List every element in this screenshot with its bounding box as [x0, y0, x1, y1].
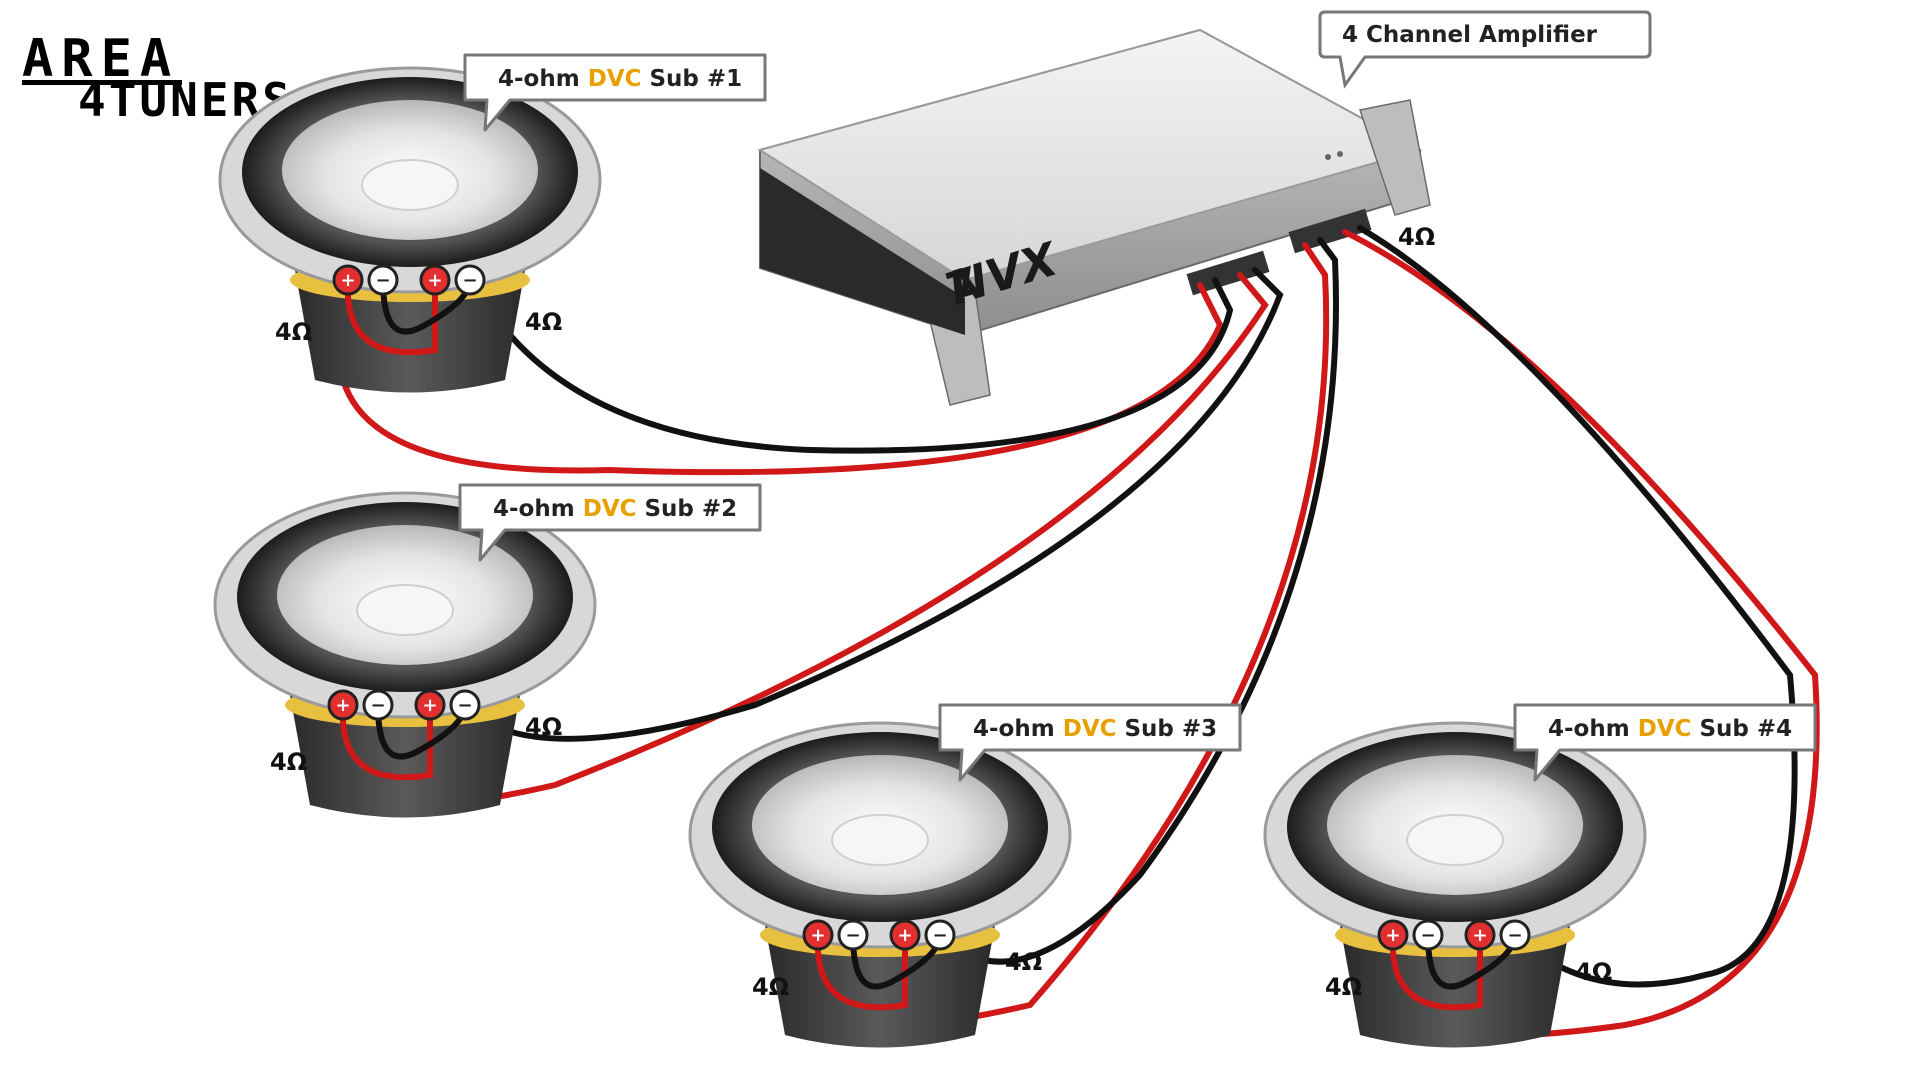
- subwoofer-dust-cap: [361, 159, 459, 211]
- voice-coil-ohm-label-right: 4Ω: [1005, 948, 1042, 976]
- amplifier-front-panel: [760, 168, 965, 335]
- voice-coil-jumper-positive: [339, 704, 433, 781]
- positive-terminal-icon: +: [1464, 919, 1496, 951]
- svg-text:+: +: [340, 270, 355, 291]
- voice-coil-jumper-positive: [1389, 934, 1483, 1011]
- amplifier-indicator-led: [1325, 154, 1331, 160]
- negative-terminal-icon: −: [837, 919, 869, 951]
- voice-coil-jumper-positive: [344, 279, 438, 356]
- amplifier-indicator-led: [1337, 151, 1343, 157]
- svg-text:−: −: [375, 270, 390, 291]
- area4tuners-logo: AREA 4TUNERS: [22, 29, 290, 127]
- svg-text:+: +: [335, 695, 350, 716]
- negative-terminal-icon: −: [362, 689, 394, 721]
- subwoofer-label: 4-ohm DVC Sub #1: [498, 66, 742, 92]
- amplifier-terminal-block-left: [1186, 250, 1270, 296]
- amplifier-terminal-block-right: [1288, 208, 1372, 254]
- amplifier-callout: 4 Channel Amplifier: [1318, 10, 1652, 89]
- negative-terminal-icon: −: [1412, 919, 1444, 951]
- subwoofer-dust-cap: [356, 584, 454, 636]
- svg-text:−: −: [932, 925, 947, 946]
- subwoofer-callout-3: 4-ohm DVC Sub #3: [938, 703, 1242, 782]
- voice-coil-jumper-positive: [814, 934, 908, 1011]
- callout-bubble: [458, 483, 762, 562]
- svg-text:−: −: [1507, 925, 1522, 946]
- subwoofer-label: 4-ohm DVC Sub #4: [1548, 716, 1792, 742]
- subwoofer-dust-cap: [831, 814, 929, 866]
- negative-terminal-icon: −: [924, 919, 956, 951]
- positive-terminal-icon: +: [802, 919, 834, 951]
- subwoofer-label: 4-ohm DVC Sub #2: [493, 496, 737, 522]
- svg-text:−: −: [457, 695, 472, 716]
- callout-bubble: [1513, 703, 1817, 782]
- logo-underline: [22, 80, 182, 85]
- positive-terminal-icon: +: [332, 264, 364, 296]
- negative-terminal-icon: −: [454, 264, 486, 296]
- svg-text:+: +: [1472, 925, 1487, 946]
- amplifier-endcap: [1359, 99, 1431, 216]
- negative-terminal-icon: −: [1499, 919, 1531, 951]
- svg-text:−: −: [1420, 925, 1435, 946]
- subwoofer-callout-2: 4-ohm DVC Sub #2: [458, 483, 762, 562]
- subwoofer-label: 4-ohm DVC Sub #3: [973, 716, 1217, 742]
- positive-terminal-icon: +: [327, 689, 359, 721]
- negative-terminal-icon: −: [367, 264, 399, 296]
- svg-text:+: +: [897, 925, 912, 946]
- voice-coil-ohm-label-right: 4Ω: [1575, 958, 1612, 986]
- subwoofer-callout-1: 4-ohm DVC Sub #1: [463, 53, 767, 132]
- amplifier: NVX: [757, 28, 1431, 406]
- svg-text:+: +: [1385, 925, 1400, 946]
- voice-coil-ohm-label-left: 4Ω: [752, 973, 789, 1001]
- negative-wire-sub-3: [942, 237, 1339, 965]
- positive-terminal-icon: +: [414, 689, 446, 721]
- amplifier-load-label: 4Ω: [1398, 223, 1435, 251]
- amplifier-callout-label: 4 Channel Amplifier: [1342, 22, 1598, 48]
- subwoofer-callout-4: 4-ohm DVC Sub #4: [1513, 703, 1817, 782]
- voice-coil-ohm-label-right: 4Ω: [525, 713, 562, 741]
- logo-line-1: AREA: [22, 29, 179, 89]
- voice-coil-ohm-label-left: 4Ω: [275, 318, 312, 346]
- svg-text:+: +: [810, 925, 825, 946]
- svg-text:−: −: [370, 695, 385, 716]
- amplifier-callout-bubble: [1318, 10, 1652, 89]
- negative-wire-sub-1: [472, 277, 1234, 454]
- brand-mark-icon: [945, 265, 983, 299]
- positive-terminal-icon: +: [419, 264, 451, 296]
- voice-coil-ohm-label-right: 4Ω: [525, 308, 562, 336]
- positive-terminal-icon: +: [1377, 919, 1409, 951]
- negative-wire-sub-2: [467, 267, 1284, 742]
- positive-terminal-icon: +: [889, 919, 921, 951]
- voice-coil-ohm-label-left: 4Ω: [1325, 973, 1362, 1001]
- voice-coil-ohm-label-left: 4Ω: [270, 748, 307, 776]
- subwoofer-dust-cap: [1406, 814, 1504, 866]
- negative-wire-sub-4: [1357, 225, 1798, 988]
- callout-bubble: [463, 53, 767, 132]
- callout-bubble: [938, 703, 1242, 782]
- svg-text:+: +: [422, 695, 437, 716]
- negative-terminal-icon: −: [449, 689, 481, 721]
- svg-text:+: +: [427, 270, 442, 291]
- svg-text:−: −: [462, 270, 477, 291]
- svg-text:−: −: [845, 925, 860, 946]
